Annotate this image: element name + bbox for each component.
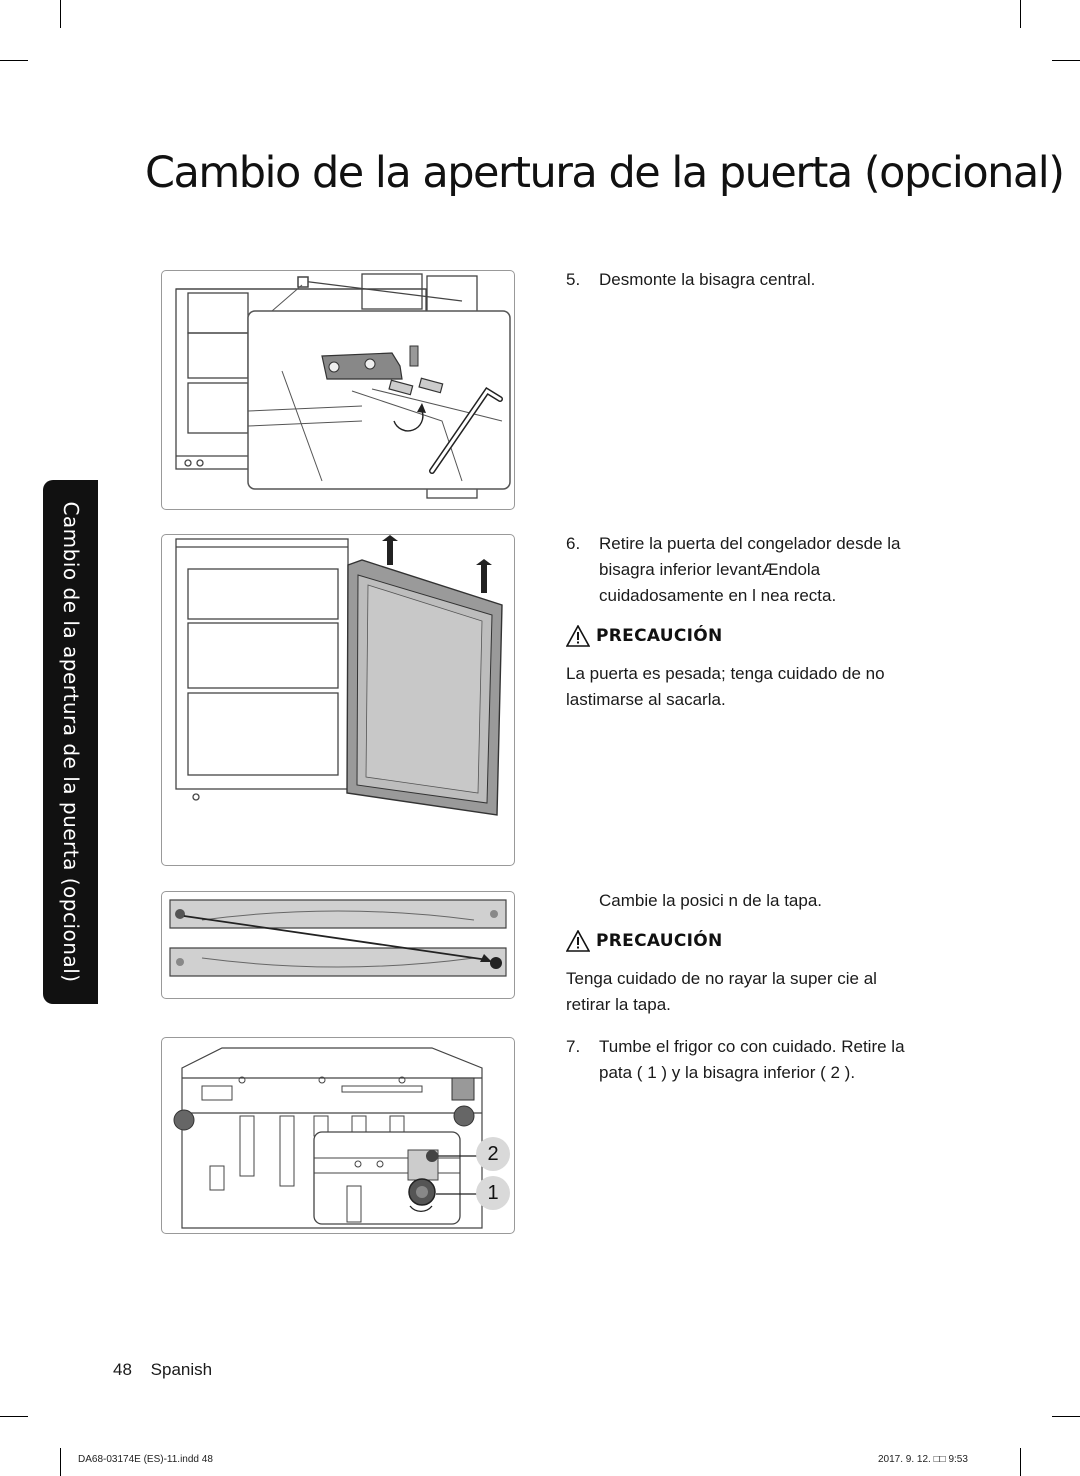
warning-icon (566, 930, 590, 952)
crop-mark (60, 0, 61, 28)
step-text: Cambie la posici n de la tapa. (599, 891, 823, 910)
caution-heading: PRECAUCIÓN (566, 625, 723, 647)
figure-cap-reposition (161, 891, 515, 999)
crop-mark (1052, 1416, 1080, 1417)
step-5: 5. Desmonte la bisagra central. (566, 267, 911, 293)
caution-text: Tenga cuidado de no rayar la super cie a… (566, 969, 877, 1014)
crop-mark (1052, 60, 1080, 61)
callout-leg: 1 (476, 1176, 510, 1210)
side-chapter-label: Cambio de la apertura de la puerta (opci… (58, 501, 83, 983)
crop-mark (0, 1416, 28, 1417)
step-number: 5. (566, 270, 581, 289)
figure-leg-hinge (161, 1037, 515, 1234)
caution-label: PRECAUCIÓN (596, 931, 723, 951)
step-cap: Cambie la posici n de la tapa. (566, 888, 911, 914)
step-text: Desmonte la bisagra central. (599, 270, 816, 289)
figure-freezer-door (161, 534, 515, 866)
print-datetime: 2017. 9. 12. □□ 9:53 (878, 1454, 968, 1465)
caution-text: La puerta es pesada; tenga cuidado de no… (566, 664, 885, 709)
warning-icon (566, 625, 590, 647)
step-number: 6. (566, 534, 581, 553)
page-footer: 48 Spanish (113, 1360, 226, 1380)
crop-mark (0, 60, 28, 61)
step-text: Retire la puerta del congelador desde la… (599, 534, 901, 605)
step-number: 7. (566, 1037, 581, 1056)
caution-heading: PRECAUCIÓN (566, 930, 723, 952)
print-file-name: DA68-03174E (ES)-11.indd 48 (78, 1454, 213, 1465)
crop-mark (1020, 0, 1021, 28)
page-title: Cambio de la apertura de la puerta (opci… (145, 148, 1065, 198)
crop-mark (60, 1448, 61, 1476)
step-text: Tumbe el frigor co con cuidado. Retire l… (599, 1037, 905, 1082)
figure-middle-hinge (161, 270, 515, 510)
page-number: 48 (113, 1360, 132, 1379)
caution-label: PRECAUCIÓN (596, 626, 723, 646)
step-6: 6. Retire la puerta del congelador desde… (566, 531, 911, 609)
step-7: 7. Tumbe el frigor co con cuidado. Retir… (566, 1034, 911, 1086)
crop-mark (1020, 1448, 1021, 1476)
page-language: Spanish (150, 1360, 213, 1379)
side-chapter-tab: Cambio de la apertura de la puerta (opci… (43, 480, 98, 1004)
callout-hinge: 2 (476, 1137, 510, 1171)
